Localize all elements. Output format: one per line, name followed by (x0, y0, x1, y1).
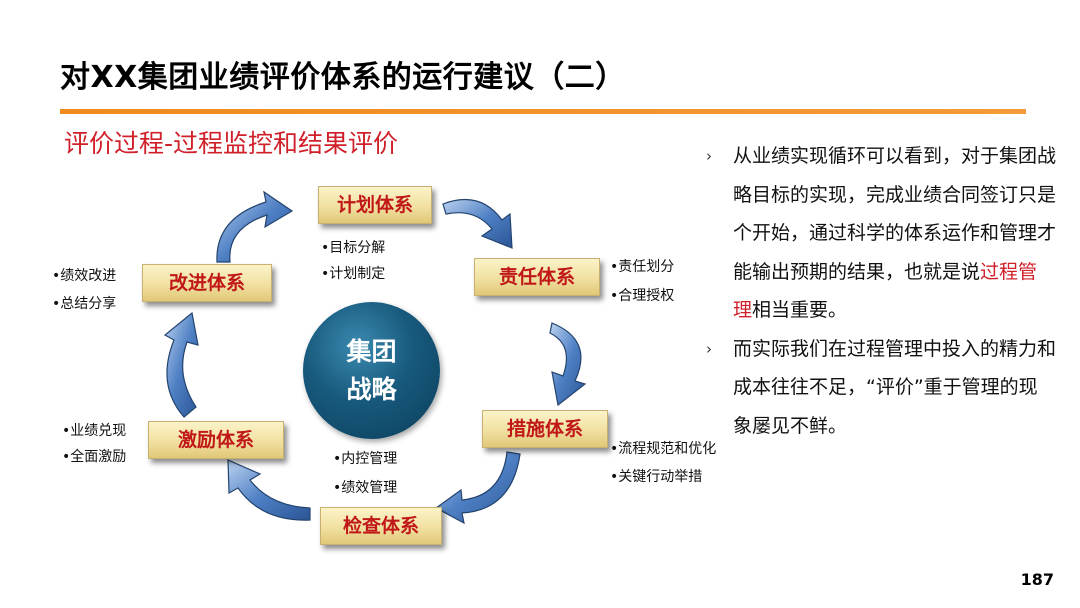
list-item: 合理授权 (610, 282, 674, 311)
list-item: 绩效管理 (333, 474, 397, 503)
list-item: 内控管理 (333, 445, 397, 474)
inspection-bullets: 内控管理 绩效管理 (333, 445, 397, 503)
list-item: 业绩兑现 (62, 418, 126, 444)
box-plan-system: 计划体系 (318, 186, 432, 224)
incentive-bullets: 业绩兑现 全面激励 (62, 418, 126, 470)
box-improvement-system: 改进体系 (142, 264, 272, 302)
box-measures-system: 措施体系 (482, 410, 608, 448)
center-strategy-circle: 集团 战略 (303, 302, 440, 439)
list-item: 总结分享 (52, 290, 116, 318)
chevron-right-icon: › (706, 339, 712, 358)
box-inspection-system: 检查体系 (320, 507, 442, 545)
paragraph-1: › 从业绩实现循环可以看到，对于集团战略目标的实现，完成业绩合同签订只是个开始，… (706, 137, 1056, 330)
chevron-right-icon: › (706, 147, 712, 165)
center-label-line2: 战略 (346, 374, 397, 404)
list-item: 流程规范和优化 (610, 435, 716, 463)
box-responsibility-system: 责任体系 (474, 258, 600, 296)
measures-bullets: 流程规范和优化 关键行动举措 (610, 435, 716, 491)
cycle-arrow-icon (442, 198, 513, 249)
paragraph-2: › 而实际我们在过程管理中投入的精力和成本往往不足，“评价”重于管理的现象屡见不… (706, 330, 1056, 446)
list-item: 绩效改进 (52, 262, 116, 290)
list-item: 目标分解 (321, 235, 385, 261)
cycle-arrow-icon (163, 311, 199, 418)
cycle-arrow-icon (227, 459, 311, 521)
list-item: 责任划分 (610, 253, 674, 282)
plan-bullets: 目标分解 计划制定 (321, 235, 385, 287)
list-item: 关键行动举措 (610, 463, 716, 491)
cycle-arrow-icon (434, 451, 521, 525)
highlight-process-management: 过程管理 (733, 260, 1038, 322)
title-underline (60, 109, 1026, 114)
explanation-text: › 从业绩实现循环可以看到，对于集团战略目标的实现，完成业绩合同签订只是个开始，… (706, 137, 1056, 445)
slide-title: 对XX集团业绩评价体系的运行建议（二） (60, 60, 626, 95)
section-subtitle: 评价过程-过程监控和结果评价 (64, 129, 399, 158)
box-incentive-system: 激励体系 (148, 421, 284, 459)
page-number: 187 (1020, 570, 1054, 589)
list-item: 计划制定 (321, 261, 385, 287)
responsibility-bullets: 责任划分 合理授权 (610, 253, 674, 311)
cycle-arrow-icon (216, 190, 294, 263)
center-label-line1: 集团 (346, 336, 397, 366)
improvement-bullets: 绩效改进 总结分享 (52, 262, 116, 318)
list-item: 全面激励 (62, 444, 126, 470)
cycle-arrow-icon (549, 322, 587, 407)
